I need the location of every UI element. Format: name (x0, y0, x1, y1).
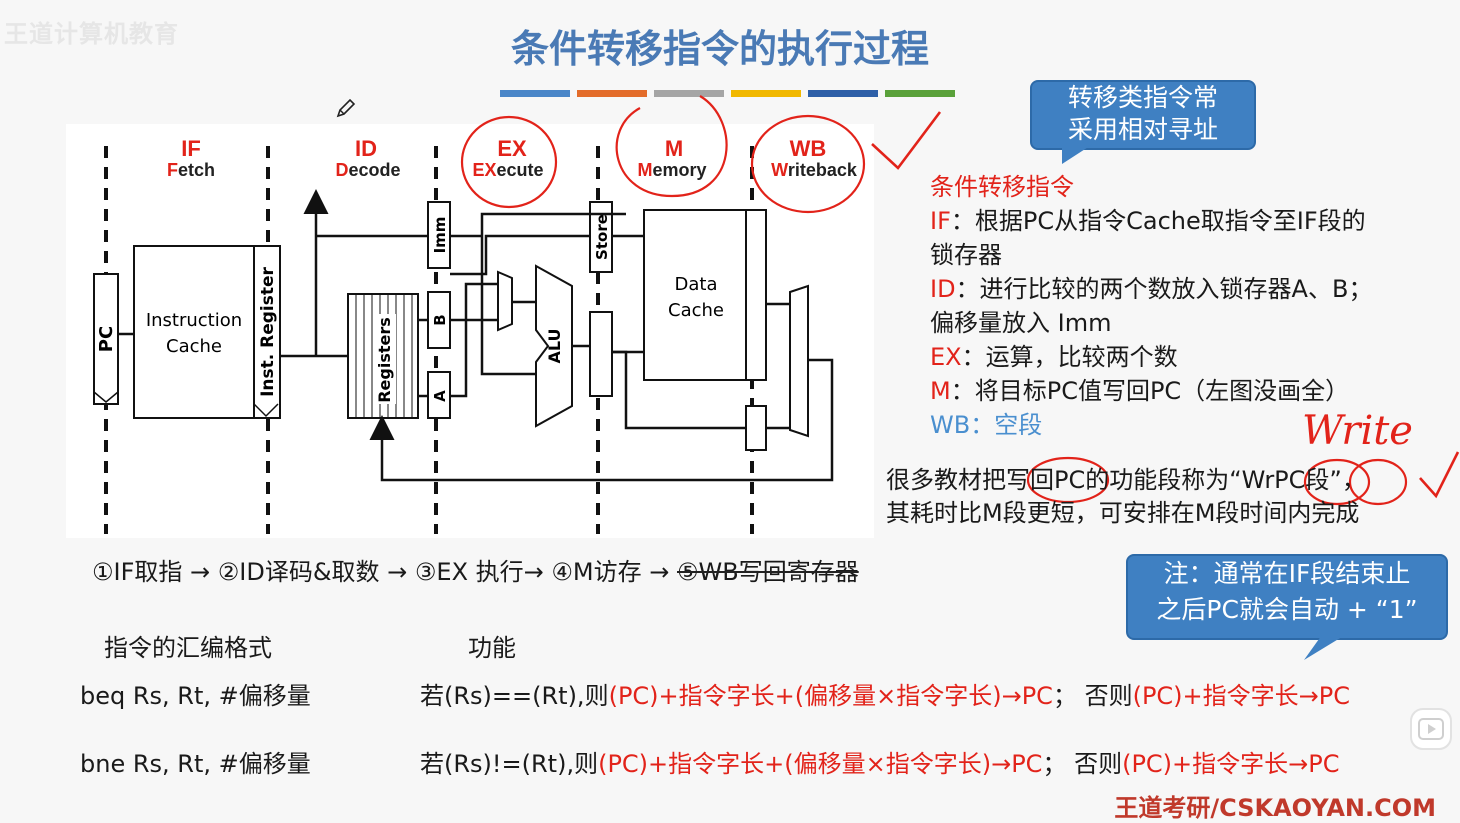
table-row-bne-format: bne Rs, Rt, #偏移量 (80, 750, 311, 778)
table-row-beq-format: beq Rs, Rt, #偏移量 (80, 682, 311, 710)
pipeline-diagram: IF Fetch ID Decode EX EXecute M Memory W… (66, 124, 874, 538)
svg-text:A: A (431, 390, 449, 402)
stage-id-label: ID (355, 136, 377, 161)
wb-label: WB (930, 411, 971, 439)
table-row-beq-function: 若(Rs)==(Rt),则(PC)+指令字长+(偏移量×指令字长)→PC； 否则… (420, 682, 1350, 710)
brand-watermark: 王道计算机教育 (4, 20, 179, 48)
stage-wb-label: WB (790, 136, 827, 161)
svg-text:B: B (431, 314, 449, 325)
stage-m-label: M (665, 136, 683, 161)
svg-text:Instruction: Instruction (146, 310, 242, 331)
svg-text:Registers: Registers (375, 317, 394, 403)
pipeline-steps: ①IF取指 → ②ID译码&取数 → ③EX 执行→ ④M访存 → ⑤WB写回寄… (92, 558, 859, 586)
header-asm-format: 指令的汇编格式 (104, 634, 272, 662)
title-color-bar-3 (654, 90, 724, 97)
wb-step-struck: ⑤WB写回寄存器 (677, 558, 859, 586)
header-function: 功能 (468, 634, 516, 662)
svg-text:ALU: ALU (545, 329, 564, 364)
slide-title: 条件转移指令的执行过程 (510, 27, 929, 71)
pencil-icon[interactable] (334, 96, 358, 120)
title-color-bar-5 (808, 90, 878, 97)
wrpc-note: 很多教材把写回PC的功能段称为“WrPC段”， 其耗时比M段更短，可安排在M段时… (886, 466, 1366, 527)
m-label: M (930, 377, 951, 405)
svg-text:Decode: Decode (335, 160, 400, 180)
callout-pc-auto-increment: 注：通常在IF段结束止 之后PC就会自动 + “1” (1126, 554, 1448, 640)
callout1-tail (1062, 142, 1096, 164)
title-color-bar-1 (500, 90, 570, 97)
svg-text:Inst. Register: Inst. Register (258, 266, 278, 396)
conditional-branch-explanation: 条件转移指令 IF：根据PC从指令Cache取指令至IF段的 锁存器 ID：进行… (930, 170, 1450, 442)
callout1-line2: 采用相对寻址 (1067, 115, 1218, 144)
svg-text:Data: Data (675, 274, 718, 295)
title-color-bar-4 (731, 90, 801, 97)
svg-text:Writeback: Writeback (771, 160, 858, 180)
svg-text:Memory: Memory (637, 160, 706, 180)
svg-text:Cache: Cache (166, 336, 222, 357)
ex-label: EX (930, 343, 962, 371)
if-label: IF (930, 207, 951, 235)
svg-text:Store: Store (593, 214, 611, 260)
svg-text:EXecute: EXecute (472, 160, 543, 180)
svg-text:Imm: Imm (431, 217, 449, 254)
footer-brand: 王道考研/CSKAOYAN.COM (1114, 794, 1436, 822)
title-color-bar-6 (885, 90, 955, 97)
handwritten-write: Write (1302, 408, 1413, 454)
callout-relative-addressing: 转移类指令常 采用相对寻址 (1030, 80, 1256, 150)
svg-text:Cache: Cache (668, 300, 724, 321)
svg-text:PC: PC (96, 326, 117, 352)
stage-if-label: IF (181, 136, 201, 161)
explanation-heading: 条件转移指令 (930, 173, 1074, 201)
stage-ex-label: EX (497, 136, 527, 161)
table-row-bne-function: 若(Rs)!=(Rt),则(PC)+指令字长+(偏移量×指令字长)→PC； 否则… (420, 750, 1340, 778)
video-player-icon[interactable] (1408, 706, 1454, 752)
title-color-bar-2 (577, 90, 647, 97)
check-mark-1 (871, 111, 942, 170)
svg-text:Fetch: Fetch (167, 160, 215, 180)
id-label: ID (930, 275, 956, 303)
callout2-tail (1304, 632, 1350, 660)
callout1-line1: 转移类指令常 (1067, 83, 1218, 112)
